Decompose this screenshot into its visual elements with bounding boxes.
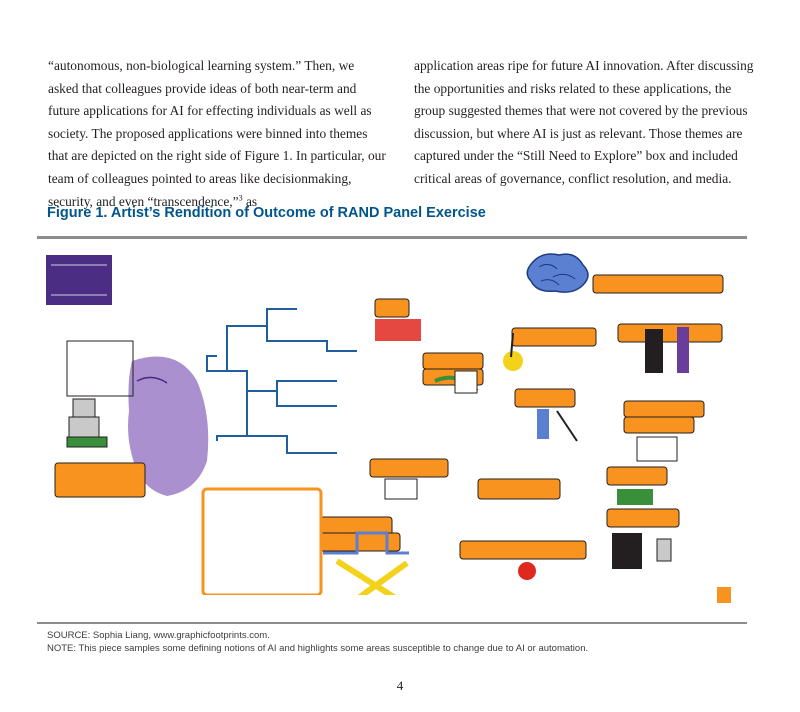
graphic-footprints-icon xyxy=(717,587,731,603)
figure-bottom-rule xyxy=(37,622,747,624)
banner-mobility xyxy=(477,478,561,500)
rand-logo xyxy=(46,255,112,305)
banner-security xyxy=(606,508,680,528)
banner-finance xyxy=(606,466,668,486)
figure-top-rule xyxy=(37,236,747,239)
body-column-right: application areas ripe for future AI inn… xyxy=(414,58,754,186)
figure-artwork xyxy=(37,241,747,619)
banner-exploration xyxy=(511,327,597,347)
left-column-text-end: as xyxy=(242,193,258,209)
banner-fitness xyxy=(422,352,484,370)
robot-figure xyxy=(66,398,108,448)
figure-note: NOTE: This piece samples some defining n… xyxy=(47,643,589,654)
face-silhouette xyxy=(128,356,209,496)
banner-education xyxy=(369,458,449,478)
page-number: 4 xyxy=(396,678,404,693)
rand-logo-lines xyxy=(51,264,107,296)
body-column-left: “autonomous, non-biological learning sys… xyxy=(48,55,388,213)
figure-title: Figure 1. Artist’s Rendition of Outcome … xyxy=(47,205,486,221)
still-need-to-explore-box xyxy=(201,487,323,597)
ai-label-banner xyxy=(54,462,146,498)
figure-source: SOURCE: Sophia Liang, www.graphicfootpri… xyxy=(47,630,270,641)
banner-transcendance xyxy=(592,274,724,294)
footnote-marker[interactable]: 3 xyxy=(238,193,243,203)
theme-banners xyxy=(319,274,724,560)
artwork-illustration xyxy=(42,253,742,615)
banner-entertainment xyxy=(459,540,587,560)
brain-illustration xyxy=(526,253,589,293)
hawking-quote-box xyxy=(66,340,134,397)
banner-decision xyxy=(623,400,705,418)
theme-illustrations xyxy=(323,319,689,602)
artwork-footer-strip xyxy=(42,595,742,615)
banner-robots xyxy=(514,388,576,408)
banner-prof-services xyxy=(617,323,723,343)
banner-food xyxy=(374,298,410,318)
left-column-text: “autonomous, non-biological learning sys… xyxy=(48,58,386,209)
banner-making xyxy=(623,416,695,434)
concept-tree xyxy=(206,308,357,454)
